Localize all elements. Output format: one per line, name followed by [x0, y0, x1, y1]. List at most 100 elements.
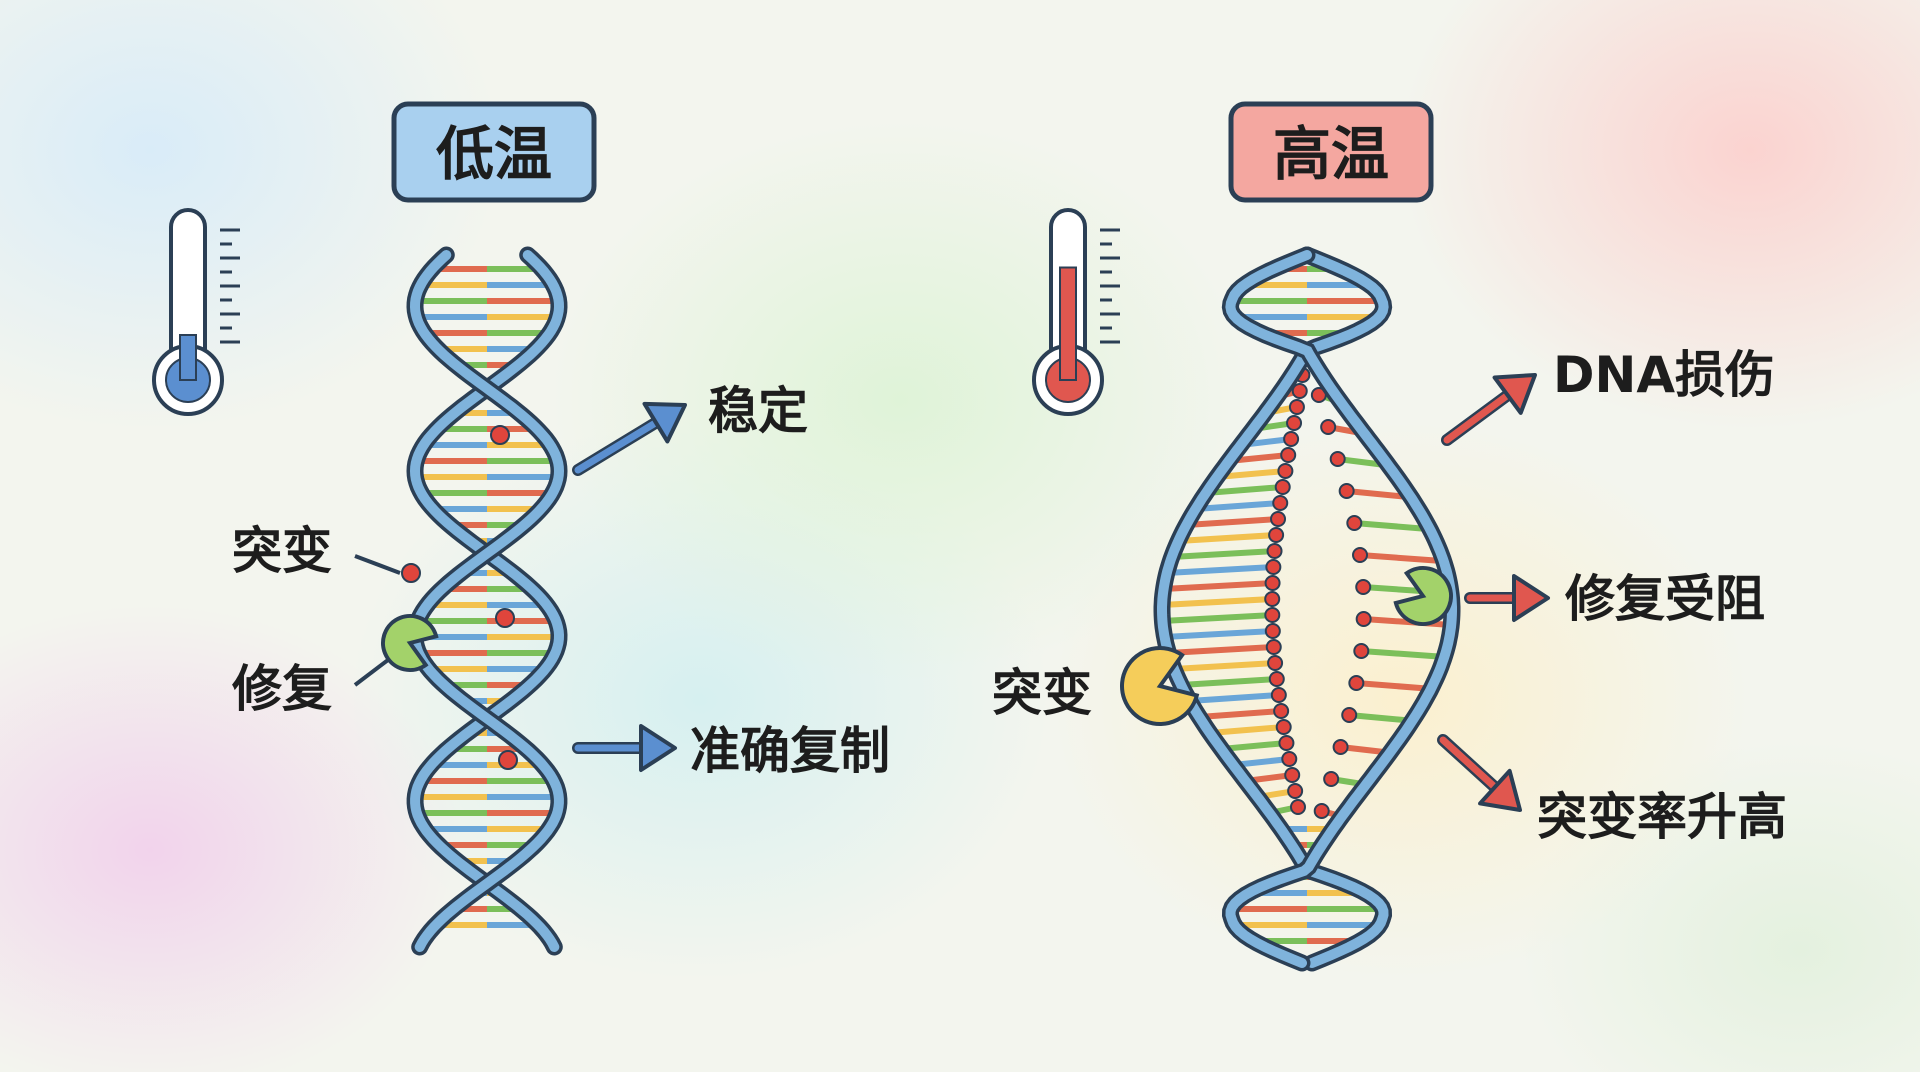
mutation-dot [1278, 735, 1295, 751]
damaged-dna-helix [1120, 246, 1461, 972]
mutation-dot [1352, 547, 1369, 563]
mutation-dot [1272, 495, 1289, 511]
damage-enzyme-icon [1120, 646, 1200, 726]
broken-base [1180, 676, 1277, 688]
low-temp-title: 低温 [436, 120, 552, 188]
dna-strand [409, 250, 565, 952]
arrow-replication-head [639, 724, 677, 772]
stable-dna-helix [381, 246, 568, 956]
mutation-dot [498, 750, 518, 770]
mutation-dot [1348, 675, 1365, 691]
broken-base [1195, 500, 1281, 512]
broken-base [1164, 628, 1273, 640]
label-stable: 稳定 [708, 382, 808, 440]
mutation-dot [1273, 703, 1290, 719]
broken-base [1361, 648, 1446, 660]
label-repair-blocked: 修复受阻 [1565, 570, 1765, 628]
high-temp-title-box: 高温 [1228, 101, 1434, 203]
mutation-dot [1270, 511, 1287, 527]
mutation-dot [1329, 451, 1346, 467]
mutation-dot [1353, 643, 1370, 659]
mutation-dot [1320, 419, 1337, 435]
mutation-dot [1291, 383, 1308, 399]
dna-strand [1157, 250, 1389, 968]
arrow-damage-shaft [1443, 391, 1512, 444]
arrows [572, 373, 1550, 812]
mutation-dot [1313, 803, 1330, 819]
mutation-dot [1265, 639, 1282, 655]
mutation-dot [1268, 671, 1285, 687]
broken-base [1199, 708, 1282, 720]
dna-strand [409, 250, 565, 952]
cold-thermometer-icon [152, 208, 240, 416]
broken-base [1216, 468, 1286, 480]
arrow-damage-head [1492, 373, 1537, 415]
mutation-dot [1288, 399, 1305, 415]
mutation-dot [1355, 579, 1372, 595]
broken-base [1173, 660, 1276, 672]
label-mutation-high: 突变 [992, 664, 1092, 722]
mutation-dot [1284, 767, 1301, 783]
repair-enzyme-icon [381, 614, 439, 672]
mutation-dot [1332, 739, 1349, 755]
broken-base [1346, 488, 1409, 500]
mutation-dot [401, 563, 421, 583]
mutation-dot [1264, 591, 1281, 607]
mutation-dot [1323, 771, 1340, 787]
mutation-dot [495, 608, 515, 628]
broken-base [1163, 580, 1273, 592]
broken-base [1161, 596, 1273, 608]
dna-strand [1225, 250, 1457, 968]
arrow-mutation-rate-shaft [1439, 736, 1499, 791]
mutation-pointer-line [354, 554, 401, 575]
thermometer-level [1059, 266, 1077, 381]
mutation-dot [1346, 515, 1363, 531]
broken-base [1356, 680, 1434, 692]
mutation-dot [1265, 559, 1282, 575]
mutation-dot [1267, 655, 1284, 671]
arrow-stable-head [642, 401, 687, 444]
broken-base [1166, 564, 1274, 576]
broken-base [1363, 616, 1452, 628]
label-mutation-low: 突变 [232, 522, 332, 580]
mutation-dot [1338, 483, 1355, 499]
mutation-dot [1268, 527, 1285, 543]
mutation-dot [1280, 447, 1297, 463]
broken-base [1205, 484, 1283, 496]
mutation-dot [1264, 575, 1281, 591]
broken-base [1186, 516, 1279, 528]
mutation-dot [1341, 707, 1358, 723]
label-accurate-replication: 准确复制 [690, 722, 890, 780]
broken-base [1359, 552, 1443, 564]
mutation-dot [1274, 479, 1291, 495]
repair-pointer-line [353, 658, 390, 687]
mutation-dot [1270, 687, 1287, 703]
mutation-dot [1275, 719, 1292, 735]
mutation-dot [490, 425, 510, 445]
label-repair: 修复 [232, 660, 332, 718]
arrow-repair-blocked-head [1512, 574, 1550, 622]
broken-base [1171, 548, 1275, 560]
thermometer-level [179, 334, 197, 381]
broken-base [1178, 532, 1277, 544]
broken-base [1162, 612, 1273, 624]
mutation-dot [1283, 431, 1300, 447]
hot-thermometer-icon [1032, 208, 1120, 416]
mutation-dot [1281, 751, 1298, 767]
arrow-mutation-rate-head [1478, 768, 1522, 812]
arrow-stable-shaft [574, 419, 660, 474]
broken-base [1189, 692, 1280, 704]
low-temp-title-box: 低温 [391, 101, 597, 203]
mutation-dot [1266, 543, 1283, 559]
mutation-dot [1289, 799, 1306, 815]
mutation-dot [1355, 611, 1372, 627]
mutation-dot [1286, 415, 1303, 431]
mutation-dot [1277, 463, 1294, 479]
high-temp-title: 高温 [1273, 120, 1389, 188]
broken-base [1354, 520, 1428, 532]
mutation-dot [1264, 623, 1281, 639]
blocked-repair-enzyme-icon [1393, 566, 1453, 626]
broken-base [1221, 740, 1287, 752]
label-mutation-rate-up: 突变率升高 [1537, 788, 1787, 846]
